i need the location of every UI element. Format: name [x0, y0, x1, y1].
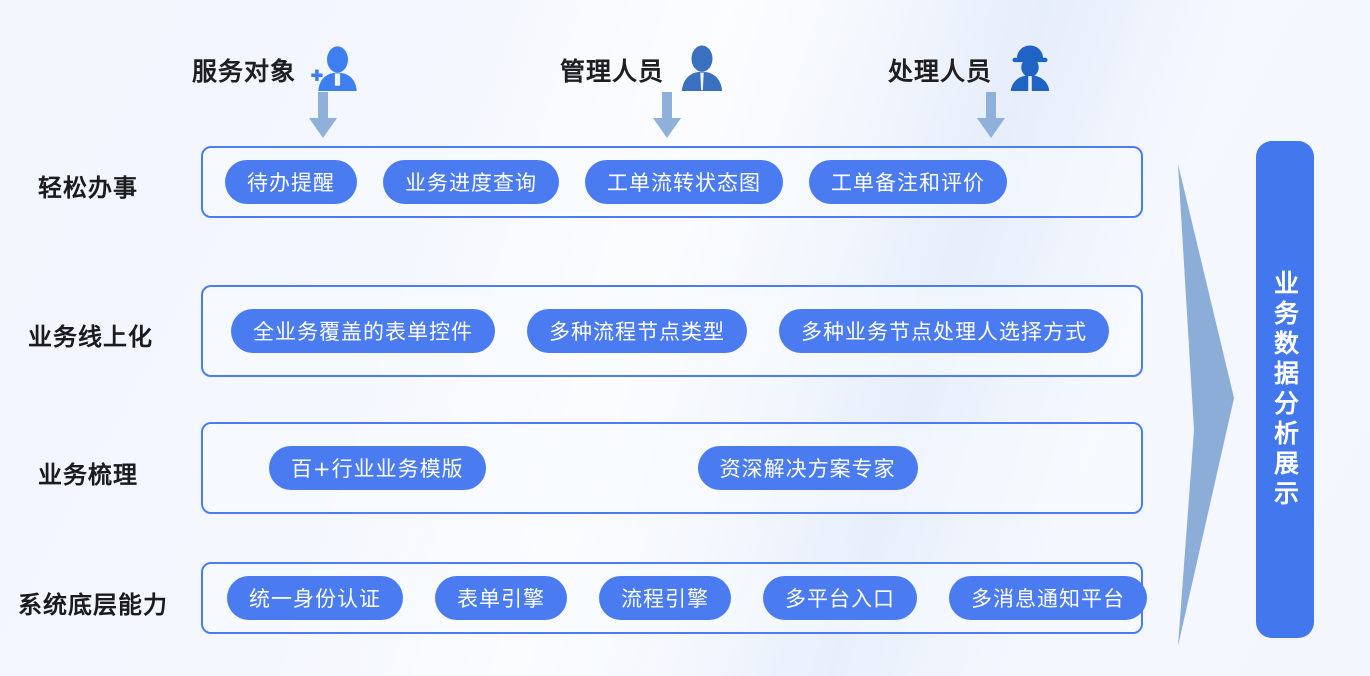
vertical-banner-text: 业务数据分析展示 — [1270, 269, 1300, 510]
capability-pill[interactable]: 工单备注和评价 — [809, 160, 1007, 204]
row-label-4: 系统底层能力 — [18, 591, 168, 619]
persona-label: 服务对象 — [192, 57, 297, 86]
row-label-2: 业务线上化 — [28, 323, 153, 351]
row-label-3: 业务梳理 — [38, 461, 138, 489]
capability-pill[interactable]: 全业务覆盖的表单控件 — [231, 309, 495, 353]
down-arrow-icon — [977, 92, 1005, 138]
vertical-banner: 业务数据分析展示 — [1256, 141, 1314, 638]
persona-label: 管理人员 — [560, 57, 665, 86]
helmet-worker-icon — [1010, 45, 1050, 91]
row-container-3: 百+行业业务模版 资深解决方案专家 — [201, 422, 1143, 514]
persona-2: 管理人员 — [560, 42, 730, 98]
capability-pill[interactable]: 表单引擎 — [435, 576, 567, 620]
down-arrow-icon — [653, 92, 681, 138]
capability-pill[interactable]: 流程引擎 — [599, 576, 731, 620]
row-container-2: 全业务覆盖的表单控件多种流程节点类型多种业务节点处理人选择方式 — [201, 285, 1143, 377]
capability-pill[interactable]: 多种流程节点类型 — [527, 309, 747, 353]
user-plus-icon — [311, 46, 357, 91]
row-container-4: 统一身份认证表单引擎流程引擎多平台入口多消息通知平台 — [201, 562, 1147, 634]
down-arrow-icon — [309, 92, 337, 138]
capability-pill[interactable]: 业务进度查询 — [383, 160, 559, 204]
persona-3: 处理人员 — [888, 42, 1058, 98]
capability-pill[interactable]: 资深解决方案专家 — [697, 446, 918, 490]
persona-1: 服务对象 — [192, 42, 362, 98]
row-container-1: 待办提醒业务进度查询工单流转状态图工单备注和评价 — [201, 146, 1143, 218]
persona-label: 处理人员 — [888, 57, 993, 86]
capability-pill[interactable]: 多平台入口 — [763, 576, 917, 620]
capability-pill[interactable]: 多种业务节点处理人选择方式 — [779, 309, 1109, 353]
capability-pill[interactable]: 待办提醒 — [225, 160, 357, 204]
capability-pill[interactable]: 百+行业业务模版 — [269, 446, 486, 490]
capability-pill[interactable]: 工单流转状态图 — [585, 160, 783, 204]
manager-person-icon — [681, 45, 723, 91]
big-right-arrow — [1178, 164, 1234, 646]
capability-pill[interactable]: 多消息通知平台 — [949, 576, 1147, 620]
capability-pill[interactable]: 统一身份认证 — [227, 576, 403, 620]
row-label-1: 轻松办事 — [38, 174, 138, 202]
